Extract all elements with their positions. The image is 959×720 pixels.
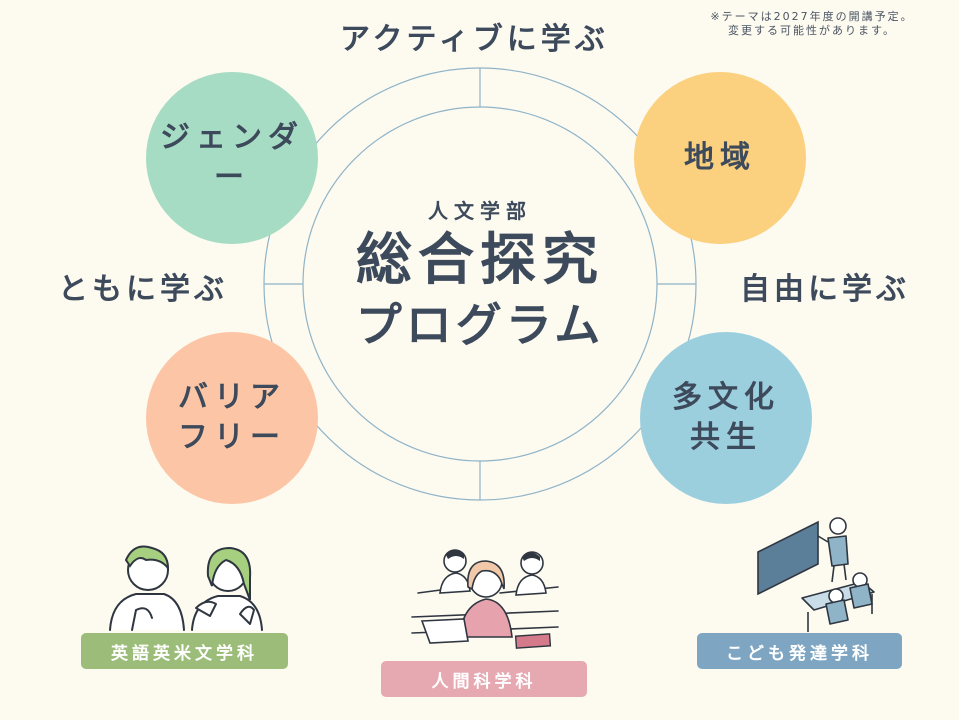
student-right-body — [515, 574, 547, 596]
note-line-1: ※テーマは2027年度の開講予定。 — [710, 10, 914, 23]
faculty-name: 人文学部 — [428, 199, 532, 223]
student-front-body — [459, 598, 513, 638]
teacher-body — [827, 535, 849, 567]
label-learn-freely: 自由に学ぶ — [740, 272, 910, 307]
laptop — [420, 618, 469, 644]
theme-multicultural: 多文化 共生 — [640, 332, 812, 504]
student-front-hair — [467, 560, 505, 591]
theme-multicultural-line2: 共生 — [690, 420, 762, 455]
dept-child-development-label: こども発達学科 — [726, 643, 873, 664]
theme-region: 地域 — [634, 72, 806, 244]
dept-human-sciences-label: 人間科学科 — [431, 671, 537, 692]
theme-barrier-free-line1: バリア — [178, 380, 286, 415]
dept-english[interactable]: 英語英米文学科 — [81, 633, 288, 669]
teacher-head — [829, 517, 847, 535]
conversation-illustration — [109, 545, 263, 631]
theme-region-label: 地域 — [684, 140, 756, 175]
program-title: 総合探究 — [356, 228, 604, 293]
theme-barrier-free-line2: フリー — [178, 420, 286, 455]
student-left-body — [439, 572, 471, 594]
child1-body — [825, 599, 849, 625]
dept-human-sciences[interactable]: 人間科学科 — [381, 661, 587, 697]
schedule-note: ※テーマは2027年度の開講予定。 変更する可能性があります。 — [677, 10, 947, 38]
program-subtitle: プログラム — [355, 298, 605, 352]
book — [514, 633, 552, 649]
theme-gender-label: ジェンダー — [160, 120, 304, 195]
center-title-block: 人文学部 総合探究 プログラム — [305, 195, 655, 354]
person1-body — [109, 593, 185, 631]
classroom-illustration — [757, 517, 875, 632]
label-learn-together: ともに学ぶ — [58, 272, 228, 307]
theme-barrier-free: バリア フリー — [146, 332, 318, 504]
theme-multicultural-line1: 多文化 — [672, 380, 780, 415]
theme-gender: ジェンダー — [146, 72, 318, 244]
laptop-study-illustration — [411, 549, 559, 649]
dept-child-development[interactable]: こども発達学科 — [697, 633, 902, 669]
blackboard — [757, 520, 819, 596]
label-active-learning: アクティブに学ぶ — [340, 22, 609, 57]
dept-english-label: 英語英米文学科 — [111, 643, 258, 664]
person2-hair — [206, 546, 252, 601]
child2-body — [849, 583, 873, 609]
person1-hair — [124, 545, 170, 571]
note-line-2: 変更する可能性があります。 — [728, 24, 896, 37]
